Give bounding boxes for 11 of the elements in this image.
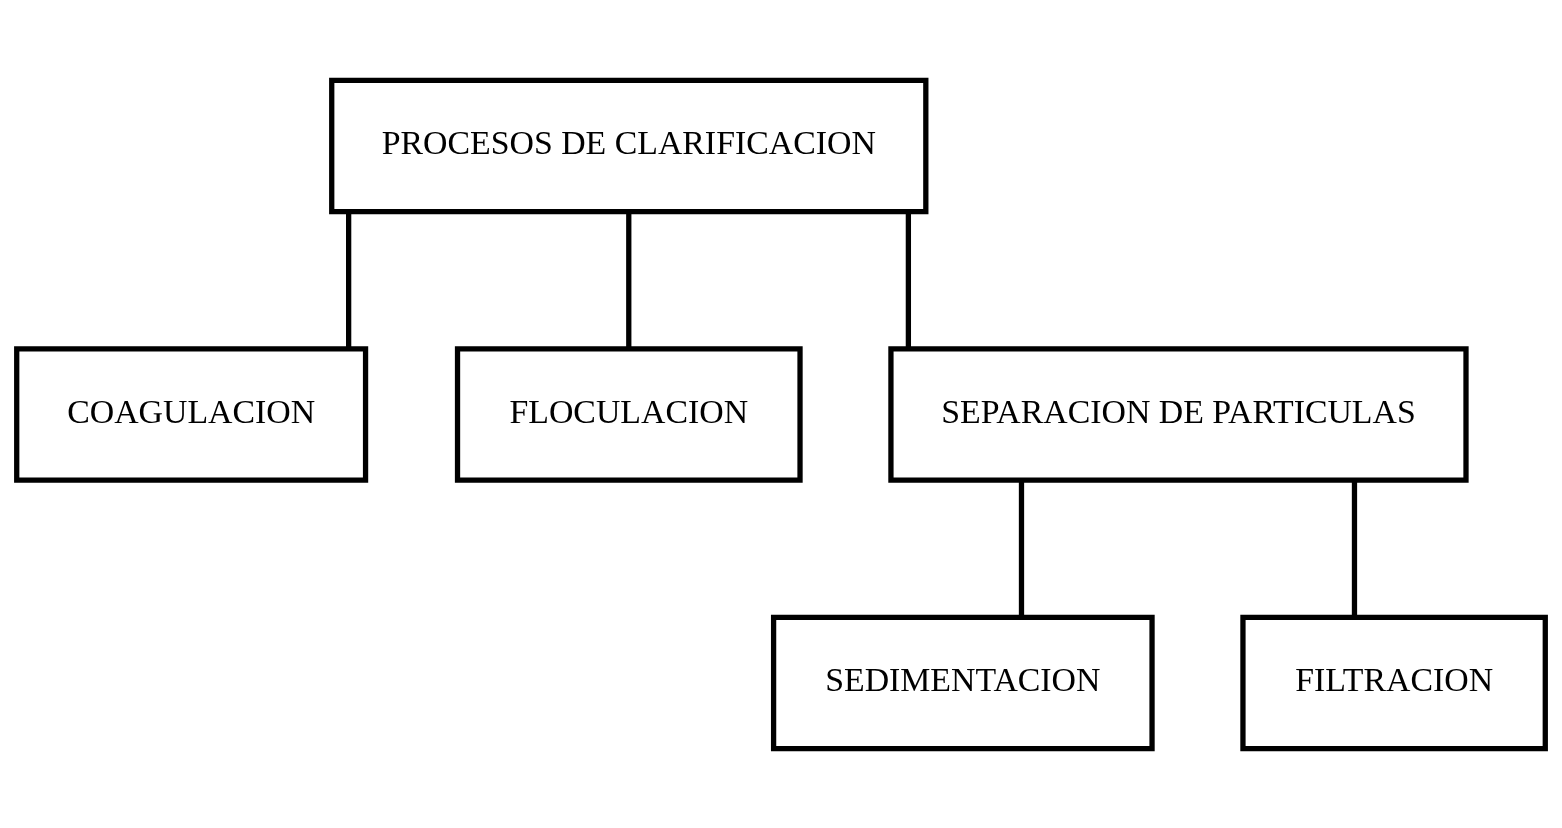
connector bbox=[1351, 479, 1358, 617]
node-box: SEDIMENTACION bbox=[770, 614, 1155, 751]
connector bbox=[626, 211, 632, 349]
node-box: SEPARACION DE PARTICULAS bbox=[888, 345, 1469, 483]
connector bbox=[346, 211, 352, 349]
node-box: FILTRACION bbox=[1240, 614, 1548, 751]
node-box: PROCESOS DE CLARIFICACION bbox=[329, 77, 929, 214]
connector bbox=[1018, 479, 1025, 617]
node-box: COAGULACION bbox=[14, 345, 369, 483]
node-box: FLOCULACION bbox=[454, 345, 803, 483]
connector bbox=[905, 211, 912, 349]
